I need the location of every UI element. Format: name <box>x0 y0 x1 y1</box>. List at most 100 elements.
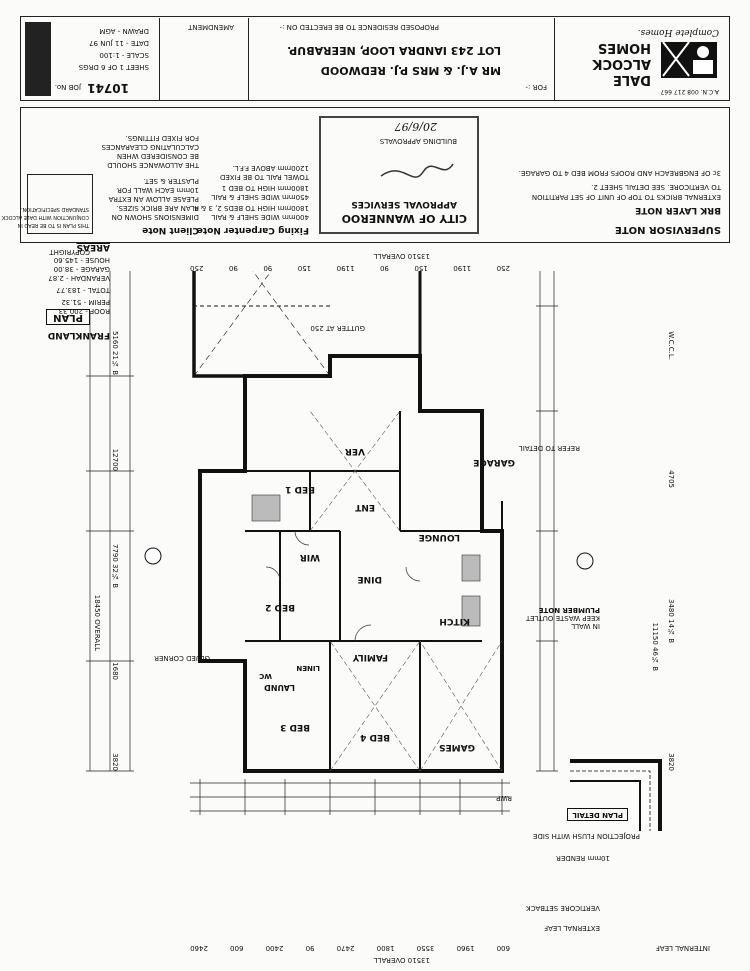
render-note: 10mm RENDER <box>556 854 610 862</box>
room-linen: LINEN <box>296 664 320 672</box>
room-lounge: LOUNGE <box>418 532 460 542</box>
dim-top: 150 <box>297 264 312 272</box>
client-note-2: PLAN ARE BRICK SIZES. <box>116 204 199 212</box>
stamp-box <box>25 22 51 96</box>
plumber-note-2: KEEP WASTE OUTLET <box>525 614 600 622</box>
fixing-note-1: 400mm WIDE SHELF & RAIL <box>211 213 309 221</box>
allowance-1: THE ALLOWANCE SHOULD <box>107 161 199 169</box>
dim-left: 1680 <box>111 661 119 680</box>
dims-top-row: 250 1190 150 90 1190 150 90 90 250 <box>190 261 510 272</box>
notes-strip: SUPERVISOR NOTE BRK LAYER NOTE EXTERNAL … <box>2 107 730 243</box>
fixing-note-6: 1200mm ABOVE F.F.L. <box>232 164 309 172</box>
notice-box: THIS PLAN IS TO BE READ IN CONJUNCTION W… <box>2 174 93 234</box>
dim-top: 1190 <box>453 264 472 272</box>
drawn-by: DRAWN - AGM <box>99 27 149 35</box>
projection-note: PROJECTION FLUSH WITH SIDE <box>533 832 640 840</box>
copyright-label: COPYRIGHT <box>49 248 90 256</box>
dims-bottom-row: 600 1960 3550 1800 2470 90 2400 600 2460 <box>190 941 510 952</box>
drawing-date: DATE - 11 JUN 97 <box>89 39 149 47</box>
dim-bottom: 600 <box>230 944 244 952</box>
overall-top-dim: 13510 OVERALL <box>373 252 430 260</box>
company-acn: A.C.N. 008 217 667 <box>660 88 719 95</box>
dim-bottom: 90 <box>305 944 315 952</box>
fixing-note-2: 1800mm HIGH TO BEDS 2, 3 & 4 <box>194 204 309 212</box>
room-bed2: BED 2 <box>265 602 295 612</box>
title-block: DALE ALCOCK HOMES Complete Homes. A.C.N.… <box>20 16 730 101</box>
council-stamp-sub: APPROVAL SERVICES <box>351 199 457 209</box>
brick-note-1: EXTERNAL BRICKS TO TOP OF UNIT OF SET PA… <box>531 193 721 201</box>
dim-right: 3480 14¼ B <box>667 598 675 643</box>
dimension-ticks <box>86 271 558 815</box>
room-garage: GARAGE <box>473 457 515 467</box>
refer-detail-note: REFER TO DETAIL <box>518 444 580 452</box>
dimension-lines <box>89 271 555 812</box>
door-swings <box>265 530 421 642</box>
room-games: GAMES <box>439 742 475 752</box>
room-ver: VER <box>344 446 365 456</box>
glued-corner-note: GLUED CORNER <box>154 654 210 662</box>
dim-bottom: 600 <box>496 944 510 952</box>
drawing-scale: SCALE - 1:100 <box>99 51 149 59</box>
job-label: JOB No. <box>54 83 81 91</box>
fixing-note-title: Fixing Carpenter Note <box>196 225 309 235</box>
dim-bottom: 2400 <box>265 944 284 952</box>
wet-areas <box>251 494 481 627</box>
client-name: MR A.J. & MRS P.J. REDWOOD <box>320 64 501 77</box>
overall-bottom-dim: 13510 OVERALL <box>373 956 430 964</box>
council-approved: BUILDING APPROVALS <box>379 137 457 145</box>
notice-3: STANDARD SPECIFICATION. <box>20 206 89 212</box>
room-laund: LAUND <box>264 683 295 692</box>
dim-top: 90 <box>380 264 389 272</box>
plan-detail-drawing <box>570 759 662 831</box>
dim-left: 12700 <box>111 448 119 471</box>
signature-icon <box>380 163 454 178</box>
room-bed1: BED 1 <box>285 484 315 494</box>
dim-right: 3820 <box>667 753 675 771</box>
dim-top: 250 <box>496 264 510 272</box>
plumber-note-3: IN WALL <box>571 622 600 630</box>
dim-left: 3820 <box>111 753 119 771</box>
fixing-note-3: 450mm WIDE SHELF & RAIL <box>211 193 309 201</box>
lot-address: LOT 243 IANDRA LOOP, NEERABUP. <box>287 44 501 57</box>
room-ent: ENT <box>355 502 375 512</box>
room-wc: WC <box>259 672 272 680</box>
logo-cell: DALE ALCOCK HOMES Complete Homes. A.C.N.… <box>554 18 729 100</box>
client-note-4: 10mm EACH WALL FOR <box>117 186 199 194</box>
dim-right: W.C.C.L. <box>667 331 675 360</box>
dims-left-col: 3820 1680 7790 32¼ B 12700 5160 21¼ B <box>106 331 119 771</box>
verticore-note: VERTICORE SETBACK <box>526 904 600 912</box>
garage-walls <box>192 271 331 378</box>
brick-note-3: 3c OF ENGBREACH AND ROOFS FROM BED 4 TO … <box>518 169 721 177</box>
dim-top: 250 <box>190 264 204 272</box>
room-wir: WIR <box>299 552 320 562</box>
notice-2: CONJUNCTION WITH DALE ALCOCK <box>1 214 89 220</box>
area-house: HOUSE - 145.60 <box>53 256 110 264</box>
client-note-1: DIMENSIONS SHOWN ON <box>111 213 199 221</box>
dims-right-col: 3820 3480 14¼ B 4705 W.C.C.L. <box>662 331 675 771</box>
dim-top: 90 <box>263 264 273 272</box>
company-name-1: DALE <box>612 72 651 87</box>
sheet-number: SHEET 1 OF 6 DRGS <box>78 63 149 71</box>
company-logo-icon <box>661 41 717 78</box>
interior-walls <box>245 411 503 771</box>
room-family: FAMILY <box>352 652 388 662</box>
internal-leaf-note: INTERNAL LEAF <box>655 944 710 952</box>
council-stamp-title: CITY OF WANNEROO <box>341 212 467 225</box>
fixing-note-4: 1800mm HIGH TO BED 1 <box>221 184 309 192</box>
room-dine: DINE <box>357 574 383 584</box>
supervisor-note-title: SUPERVISOR NOTE <box>614 224 721 235</box>
amendment-label: AMENDMENT <box>188 23 234 31</box>
client-note-title: Client Note <box>142 225 199 235</box>
allowance-2: BE CONSIDERED WHEN <box>116 152 199 160</box>
outer-walls <box>198 271 504 773</box>
section-markers <box>144 547 594 570</box>
dim-bottom: 1800 <box>376 944 395 952</box>
company-name-2: ALCOCK <box>592 56 651 71</box>
council-date: 20/6/97 <box>394 120 437 133</box>
notice-1: THIS PLAN IS TO BE READ IN <box>17 222 89 228</box>
room-bed3: BED 3 <box>280 722 310 732</box>
dim-top: 90 <box>228 264 238 272</box>
company-tagline: Complete Homes. <box>637 27 719 37</box>
